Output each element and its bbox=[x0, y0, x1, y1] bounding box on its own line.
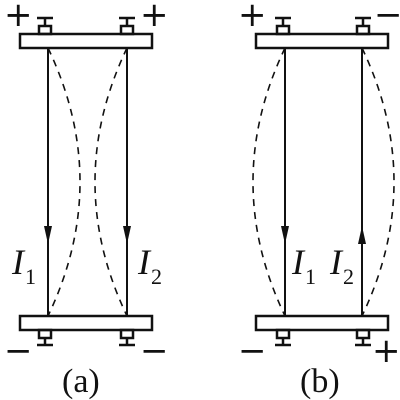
wire-1-arrow-down-icon bbox=[281, 226, 289, 244]
bottom-right-terminal-icon bbox=[355, 328, 371, 347]
bottom-bar bbox=[254, 314, 390, 332]
caption: (b) bbox=[300, 363, 340, 400]
current-label-2: I2 bbox=[329, 242, 354, 289]
top-bar bbox=[18, 32, 154, 50]
bottom-left-sign: − bbox=[238, 331, 267, 371]
figure-a: + + − − I1 I2 (a) bbox=[4, 0, 169, 400]
bottom-bar bbox=[18, 314, 154, 332]
wire-2-arrow-up-icon bbox=[358, 226, 366, 244]
current-label-2: I2 bbox=[137, 242, 162, 289]
top-left-terminal-icon bbox=[275, 16, 291, 36]
top-right-terminal-icon bbox=[355, 16, 371, 36]
field-curve-right bbox=[94, 47, 128, 317]
field-curve-left bbox=[252, 47, 286, 317]
bottom-right-sign: + bbox=[372, 331, 400, 371]
caption: (a) bbox=[62, 363, 100, 400]
current-symbol: I bbox=[329, 242, 344, 282]
field-curve-right bbox=[361, 47, 395, 317]
field-curve-left bbox=[47, 47, 81, 317]
current-symbol: I bbox=[11, 242, 26, 282]
top-left-terminal-icon bbox=[37, 16, 53, 36]
bottom-right-terminal-icon bbox=[119, 328, 135, 347]
top-bar bbox=[254, 32, 390, 50]
current-symbol: I bbox=[137, 242, 152, 282]
current-subscript: 1 bbox=[25, 264, 36, 289]
top-left-sign: + bbox=[238, 0, 267, 35]
top-right-sign: − bbox=[374, 0, 400, 35]
top-right-sign: + bbox=[140, 0, 169, 35]
bottom-left-terminal-icon bbox=[37, 328, 53, 347]
current-subscript: 2 bbox=[343, 264, 354, 289]
bottom-left-terminal-icon bbox=[275, 328, 291, 347]
bottom-right-sign: − bbox=[140, 331, 169, 371]
current-subscript: 1 bbox=[305, 264, 316, 289]
wire-2-arrow-down-icon bbox=[123, 226, 131, 244]
current-subscript: 2 bbox=[151, 264, 162, 289]
current-label-1: I1 bbox=[11, 242, 36, 289]
wire-1-arrow-down-icon bbox=[44, 226, 52, 244]
current-label-1: I1 bbox=[291, 242, 316, 289]
figure-b: + − − + I1 I2 (b) bbox=[238, 0, 400, 400]
bottom-left-sign: − bbox=[4, 331, 33, 371]
top-left-sign: + bbox=[4, 0, 33, 35]
current-symbol: I bbox=[291, 242, 306, 282]
top-right-terminal-icon bbox=[119, 16, 135, 36]
